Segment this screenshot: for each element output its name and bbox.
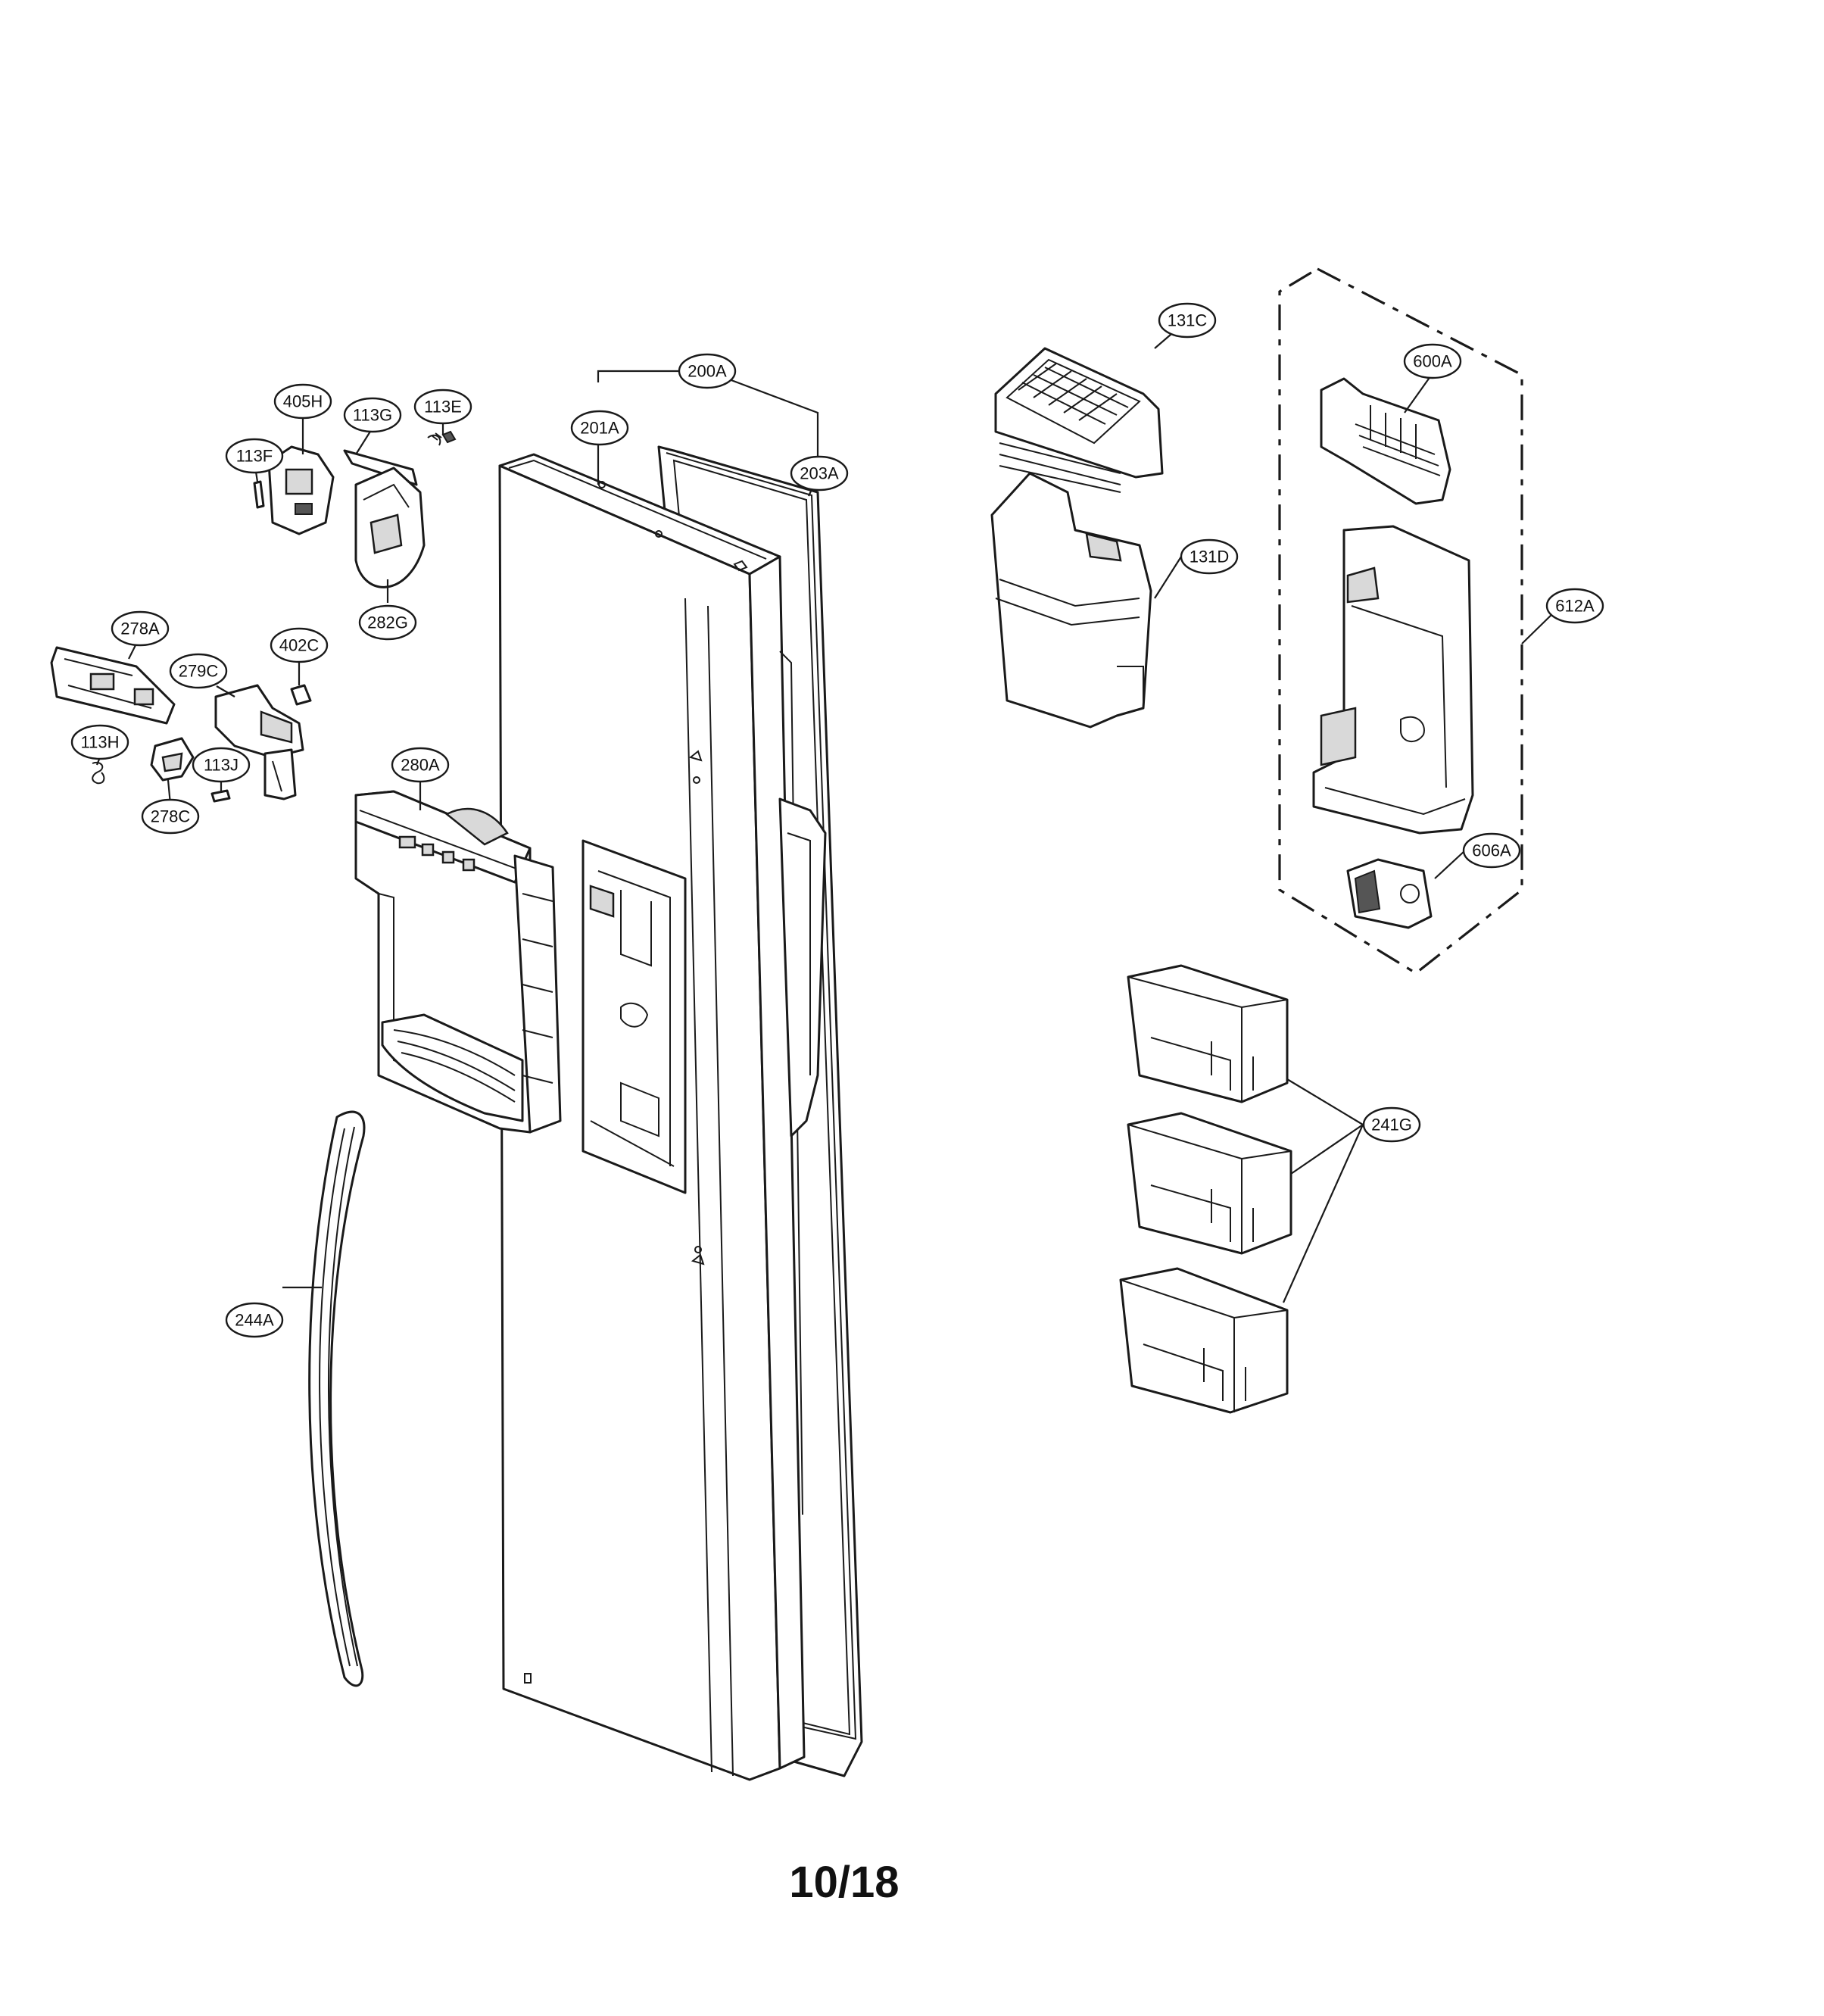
callout-278C: 278C [141,798,200,835]
callout-113J: 113J [192,747,251,783]
callout-278A: 278A [111,610,170,647]
lever-parts [50,646,312,803]
door-bin-3 [1119,1267,1289,1414]
callout-600A: 600A [1403,343,1462,379]
svg-text:201A: 201A [580,419,619,438]
door-handle [308,1110,366,1687]
svg-text:280A: 280A [401,756,440,775]
svg-text:282G: 282G [367,613,408,632]
ice-maker [1320,377,1451,505]
svg-text:606A: 606A [1472,841,1511,860]
svg-text:113H: 113H [81,733,120,752]
door-bin-2 [1127,1112,1292,1255]
callout-113G: 113G [343,397,402,433]
svg-text:113J: 113J [204,756,239,775]
callout-113F: 113F [225,438,284,474]
callout-200A: 200A [678,353,737,389]
callout-606A: 606A [1462,832,1521,869]
svg-text:113F: 113F [236,447,273,466]
callout-201A: 201A [570,410,629,446]
callout-282G: 282G [358,604,417,641]
svg-text:278A: 278A [120,619,160,638]
callout-244A: 244A [225,1302,284,1338]
actuator-parts [253,430,457,588]
dispenser-cover-assembly [354,790,562,1134]
svg-text:402C: 402C [279,636,320,655]
freezer-door [498,453,827,1781]
icemaker-assembly-outline [1278,267,1523,975]
callout-612A: 612A [1545,588,1604,624]
svg-text:131D: 131D [1189,548,1230,566]
ice-maker-motor [1346,858,1433,929]
callout-402C: 402C [270,627,329,663]
svg-text:203A: 203A [800,464,839,483]
door-bin-1 [1127,964,1289,1103]
svg-text:600A: 600A [1413,352,1452,371]
svg-text:405H: 405H [283,392,323,411]
svg-text:113E: 113E [424,398,462,417]
callout-280A: 280A [391,747,450,783]
ice-bucket [990,472,1152,729]
ice-bucket-cover [994,347,1164,493]
callout-241G: 241G [1362,1106,1421,1143]
callout-279C: 279C [169,653,228,689]
callout-113E: 113E [413,389,472,425]
svg-text:113G: 113G [353,406,392,425]
svg-text:278C: 278C [151,807,191,826]
svg-text:244A: 244A [235,1311,274,1330]
callout-131C: 131C [1158,302,1217,339]
leader-lines [95,320,1557,1303]
svg-text:279C: 279C [179,662,219,681]
svg-text:200A: 200A [688,362,727,381]
callout-405H: 405H [273,383,332,420]
callout-203A: 203A [790,455,849,492]
svg-text:612A: 612A [1555,597,1595,616]
ice-maker-housing [1312,525,1474,835]
page-number: 10/18 [789,1858,900,1907]
svg-text:241G: 241G [1371,1116,1412,1134]
callout-113H: 113H [70,724,129,760]
svg-text:131C: 131C [1168,311,1208,330]
callout-131D: 131D [1180,538,1239,575]
